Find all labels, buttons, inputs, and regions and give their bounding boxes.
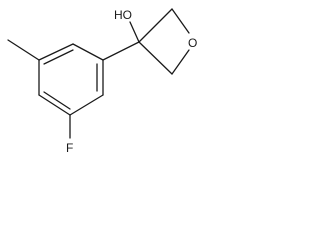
double-bond-c2-c3	[43, 49, 74, 65]
hydroxyl-label: HO	[114, 8, 132, 22]
bond-c5-c6	[69, 94, 104, 116]
molecule-svg: F HO O	[7, 8, 197, 155]
oxetane-bond-top	[138, 8, 173, 43]
bond-c1-c2	[72, 43, 104, 61]
ring-oxygen-label: O	[188, 36, 197, 50]
double-bond-c4-c5	[43, 91, 71, 110]
structure-diagram: F HO O	[0, 0, 207, 161]
aryl-quaternary-bond	[102, 41, 140, 61]
hydroxyl-bond	[129, 21, 140, 43]
fluorine-label: F	[66, 141, 73, 155]
oxetane-bond-o-bottom	[171, 49, 190, 75]
methyl-bond	[7, 39, 40, 61]
bond-c4-c5	[38, 94, 71, 116]
oxetane-bond-o-top	[171, 8, 190, 34]
bond-c2-c3	[38, 43, 74, 61]
oxetane-bond-left	[138, 41, 173, 75]
